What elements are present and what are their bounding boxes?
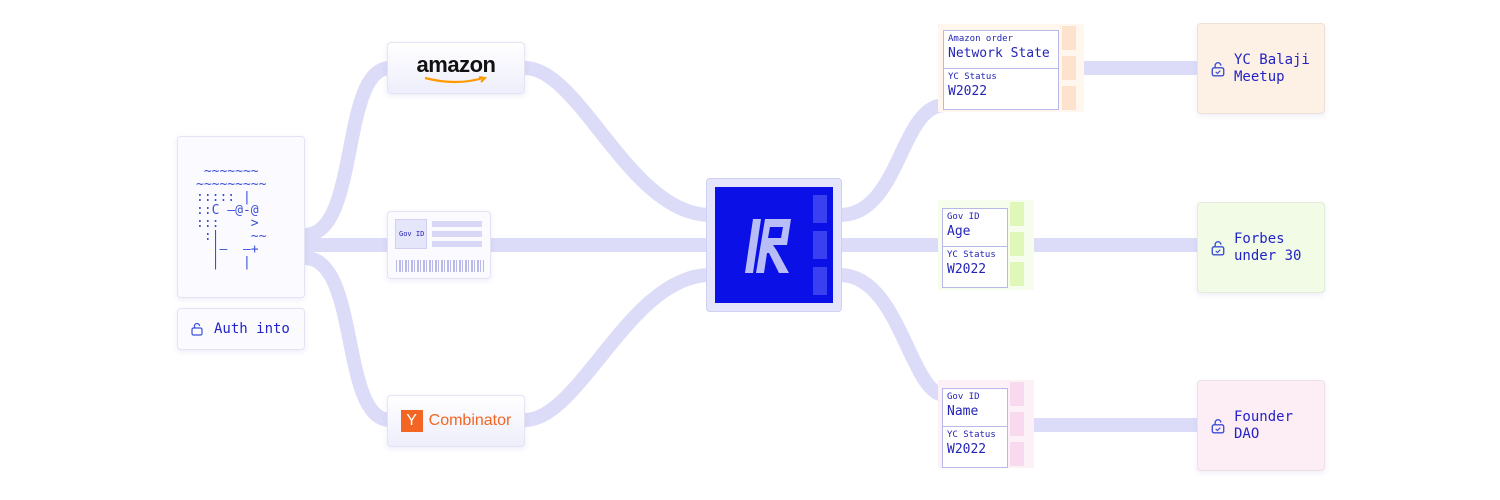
credential-stub [1062, 56, 1076, 80]
wire-hub-cred3 [833, 268, 952, 402]
lock-icon [1211, 240, 1225, 256]
ascii-face: ~~~~~~~ ~~~~~~~~~ ::::: | ::C —@-@ ::: >… [196, 164, 267, 270]
hub-slot [813, 231, 827, 259]
credential-field: YC Status W2022 [942, 246, 1008, 288]
gov-id-line [432, 241, 482, 247]
field-key: Gov ID [947, 212, 980, 222]
lock-icon [1211, 418, 1225, 434]
hub-frame [706, 178, 842, 312]
wire-identity-amazon [298, 61, 397, 242]
auth-into-label: Auth into [214, 321, 290, 337]
credential-stub [1010, 232, 1024, 256]
wire-identity-yc [298, 251, 397, 427]
lock-icon [1211, 61, 1225, 77]
lock-icon [191, 322, 203, 336]
credential-field: Amazon order Network State [943, 30, 1059, 72]
field-value: W2022 [948, 84, 988, 99]
hub-slot [813, 195, 827, 223]
destination-card-yc-balaji-meetup[interactable]: YC Balaji Meetup [1197, 23, 1325, 114]
field-key: YC Status [947, 430, 996, 440]
field-key: Gov ID [947, 392, 980, 402]
yc-logo-icon: Y [400, 410, 423, 432]
hub-logo-icon [745, 219, 791, 273]
destination-card-forbes-under-30[interactable]: Forbes under 30 [1197, 202, 1325, 293]
credential-stub [1010, 412, 1024, 436]
credential-stub [1010, 202, 1024, 226]
field-value: Name [947, 404, 979, 419]
field-key: Amazon order [948, 34, 1014, 44]
credential-field: YC Status W2022 [943, 68, 1059, 110]
credential-field: YC Status W2022 [942, 426, 1008, 468]
yc-source-card[interactable]: Y Combinator [387, 395, 525, 447]
wire-hub-cred1 [833, 98, 952, 222]
credential-card-2: Gov ID Age YC Status W2022 [938, 200, 1034, 290]
gov-id-source-card[interactable]: Gov ID [387, 211, 491, 279]
amazon-logo: amazon [416, 52, 496, 77]
destination-label: Founder DAO [1234, 408, 1294, 442]
yc-label: Combinator [428, 412, 512, 429]
credential-stub [1010, 382, 1024, 406]
amazon-smile-icon [424, 76, 488, 84]
field-value: W2022 [947, 442, 987, 457]
hub-chip[interactable] [715, 187, 833, 303]
credential-stub [1062, 26, 1076, 50]
gov-id-line [432, 231, 482, 237]
field-value: Age [947, 224, 971, 239]
gov-id-label: Gov ID [399, 230, 425, 238]
credential-card-3: Gov ID Name YC Status W2022 [938, 380, 1034, 468]
field-key: YC Status [948, 72, 997, 82]
field-key: YC Status [947, 250, 996, 260]
destination-card-founder-dao[interactable]: Founder DAO [1197, 380, 1325, 471]
gov-id-line [432, 221, 482, 227]
hub-slot [813, 267, 827, 295]
amazon-source-card[interactable]: amazon [387, 42, 525, 94]
field-value: Network State [948, 46, 1050, 61]
wire-yc-hub [518, 268, 717, 427]
credential-stub [1062, 86, 1076, 110]
destination-label: Forbes under 30 [1234, 230, 1302, 264]
credential-stub [1010, 262, 1024, 286]
credential-field: Gov ID Name [942, 388, 1008, 430]
credential-field: Gov ID Age [942, 208, 1008, 250]
identity-card: ~~~~~~~ ~~~~~~~~~ ::::: | ::C —@-@ ::: >… [177, 136, 305, 298]
gov-id-barcode [396, 260, 484, 272]
credential-card-1: Amazon order Network State YC Status W20… [938, 24, 1084, 112]
wire-amazon-hub [518, 61, 717, 222]
credential-stub [1010, 442, 1024, 466]
field-value: W2022 [947, 262, 987, 277]
gov-id-photo-box: Gov ID [395, 219, 427, 249]
destination-label: YC Balaji Meetup [1234, 51, 1310, 85]
auth-into-button[interactable]: Auth into [177, 308, 305, 350]
